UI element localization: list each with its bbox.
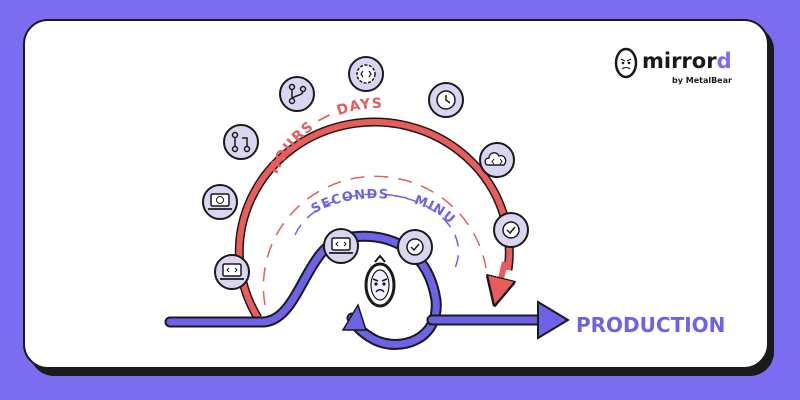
slow-loop-arrowhead [497,261,505,295]
slow-loop-icon-cloud-code [479,142,515,178]
fast-loop-icon-laptop-code [323,228,359,264]
brand-name: mirrord [642,49,732,73]
slow-loop-icon-check-circle [493,212,529,248]
production-label: PRODUCTION [576,313,725,337]
brand-logo: mirrord by MetalBear [614,47,732,85]
slow-loop-arc [236,119,513,320]
slow-loop-icon-code-gear [348,56,384,92]
production-arrowhead [537,300,570,340]
slow-loop-icon-branch [279,76,315,112]
slow-loop-guide [262,175,487,306]
fast-loop-guide [294,193,460,269]
fast-loop-arrowhead [341,303,368,331]
slow-loop-icon-pull-request [223,124,259,160]
slow-loop-icon-laptop-code [214,254,250,290]
brand-byline: by MetalBear [672,76,732,85]
mirror-mascot-icon [364,254,396,308]
slow-loop-icon-clock [428,82,464,118]
slow-loop-icon-laptop-check [202,184,238,220]
brand-mascot-icon [614,47,638,79]
fast-loop-path [166,232,440,348]
fast-loop-icon-check-circle [397,229,433,265]
card [23,19,769,369]
